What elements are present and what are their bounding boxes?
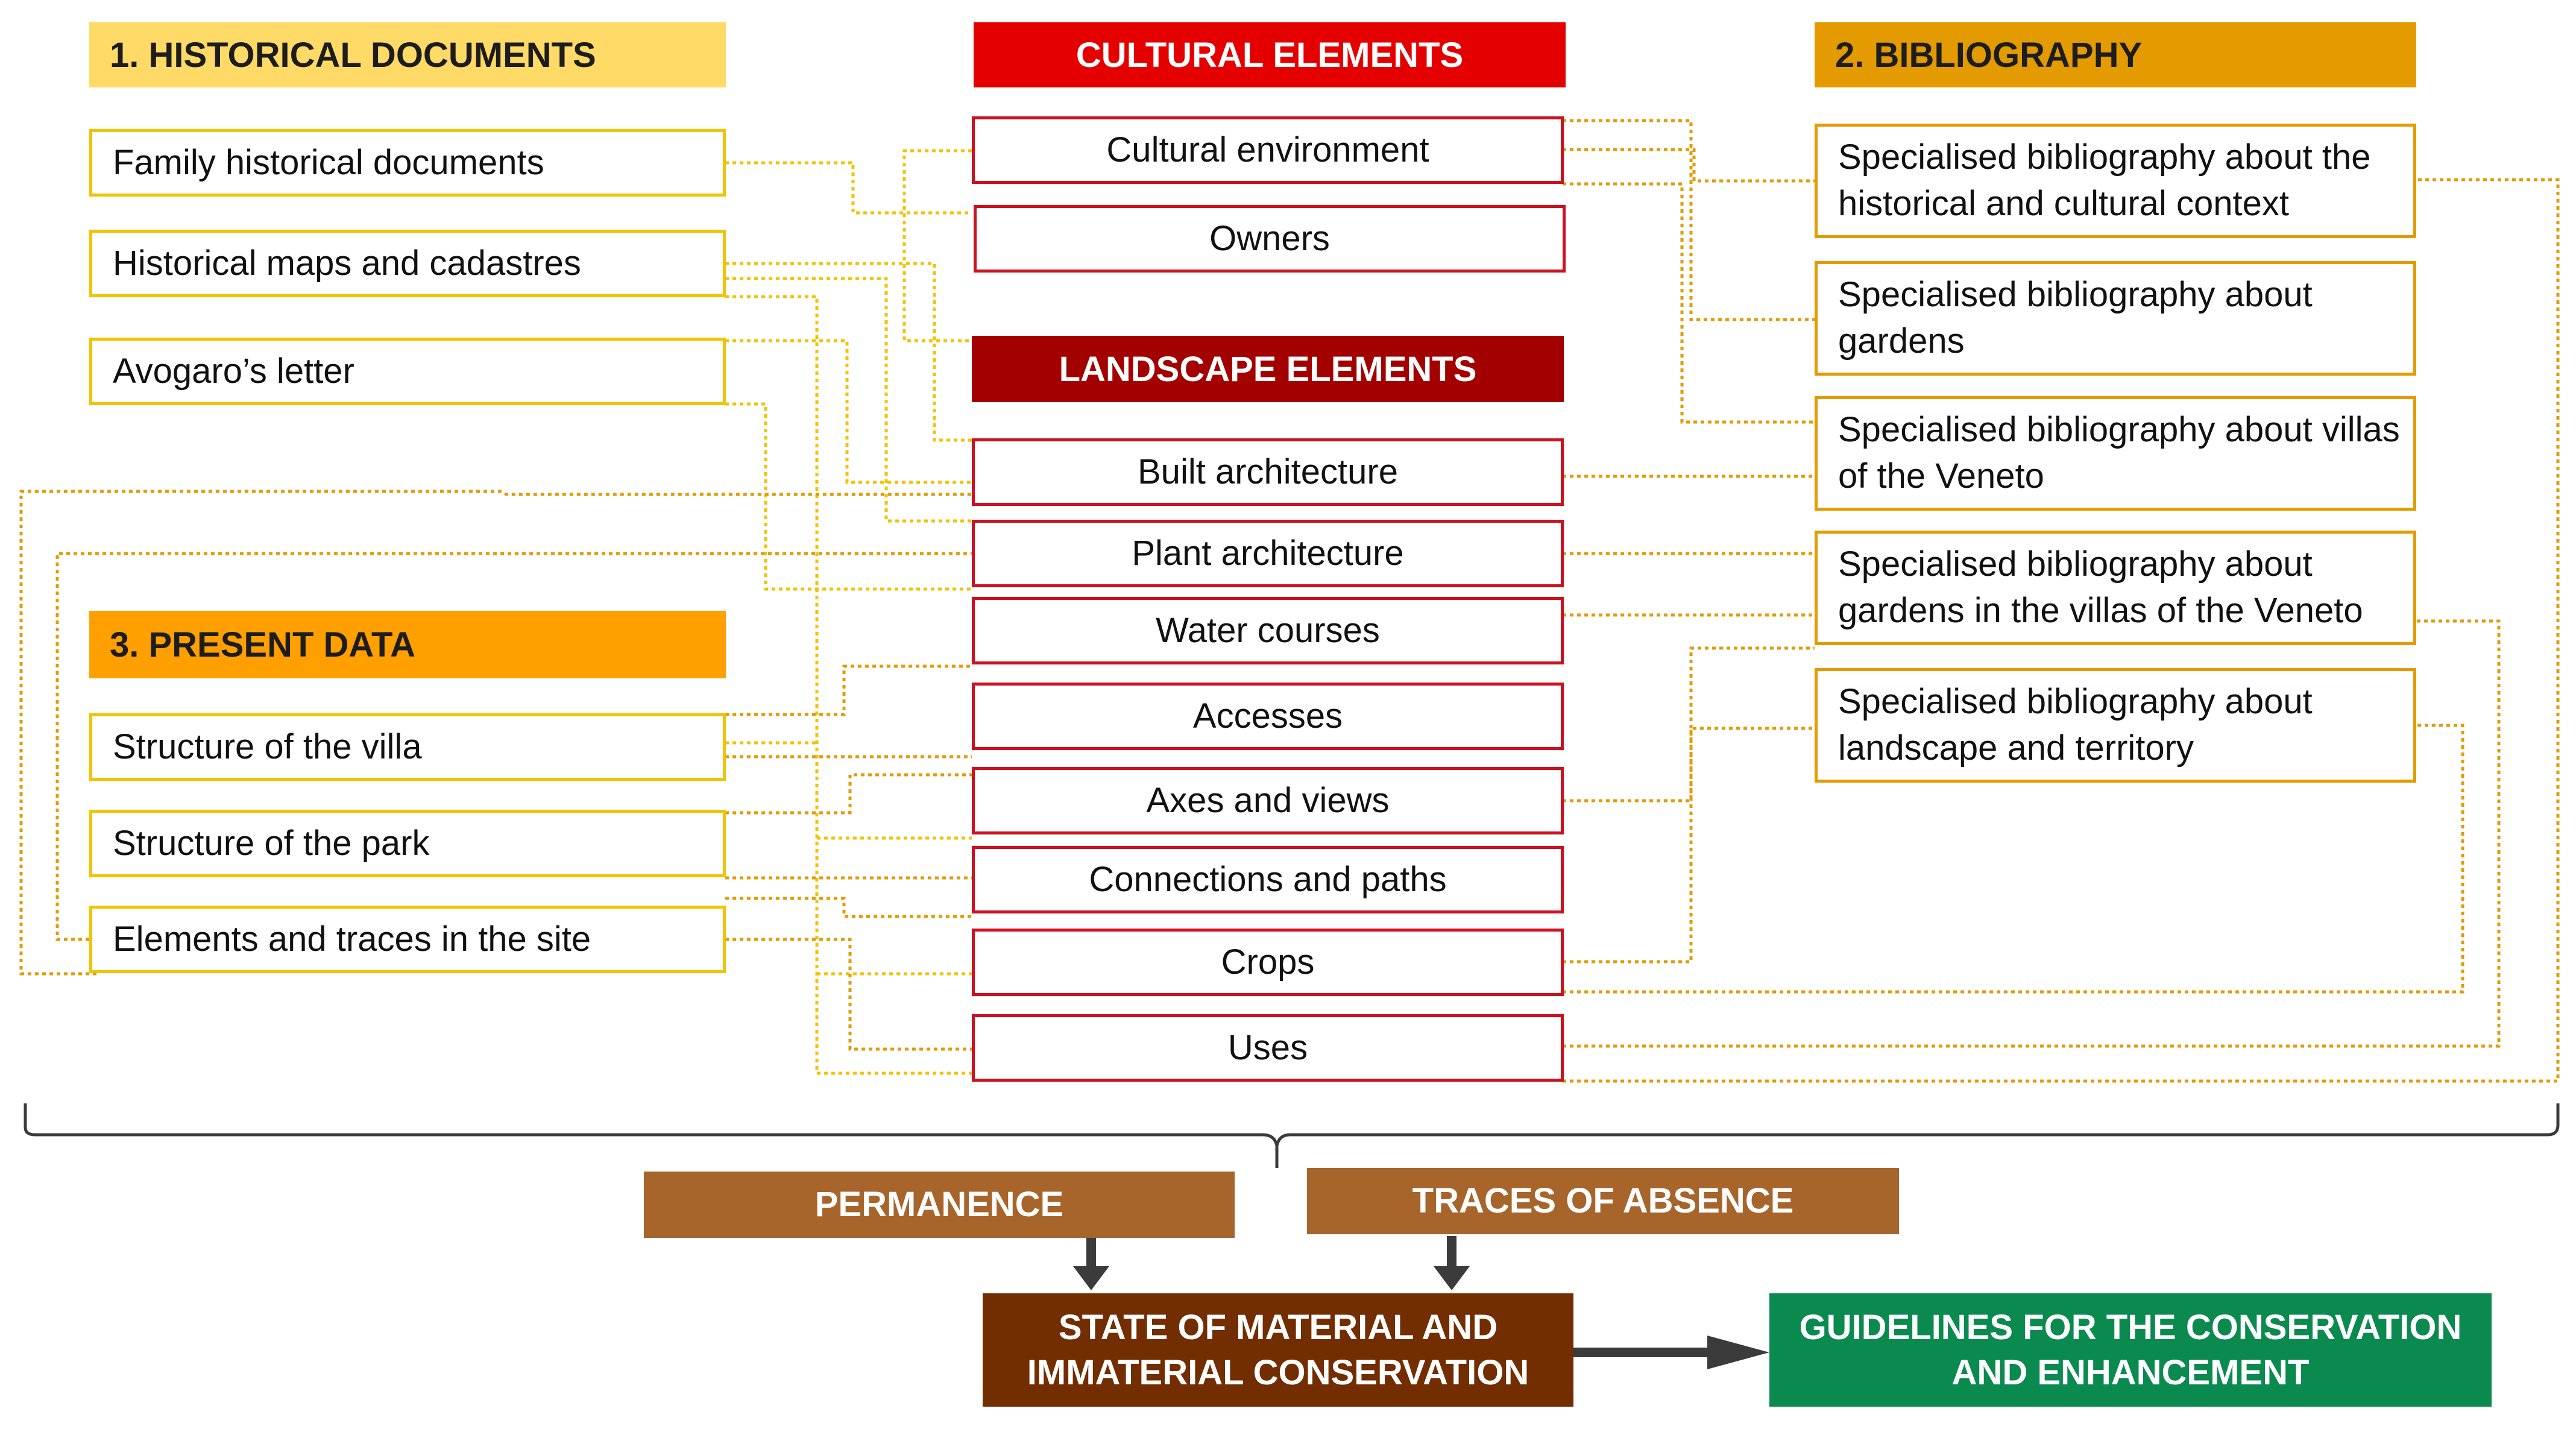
element-plant-architecture: Plant architecture — [972, 520, 1564, 587]
source-historical-maps: Historical maps and cadastres — [89, 230, 726, 297]
bibliography-heading: 2. BIBLIOGRAPHY — [1815, 22, 2416, 87]
bib-historical-cultural-context: Specialised bibliography about the histo… — [1815, 124, 2416, 238]
source-structure-of-park: Structure of the park — [89, 810, 726, 877]
element-owners: Owners — [974, 205, 1566, 273]
element-built-architecture: Built architecture — [972, 438, 1564, 506]
element-cultural-environment: Cultural environment — [972, 116, 1564, 184]
bib-gardens-villas-veneto: Specialised bibliography about gardens i… — [1815, 531, 2416, 645]
connector-crops-right — [1563, 724, 2464, 994]
connector-villa-accesses — [725, 664, 972, 716]
bib-landscape-territory: Specialised bibliography about landscape… — [1815, 668, 2416, 783]
connector-family-docs — [725, 161, 972, 215]
guidelines-box: GUIDELINES FOR THE CONSERVATION AND ENHA… — [1769, 1293, 2492, 1407]
historical-connectors — [725, 149, 972, 1075]
connector-bib-gardens — [1563, 148, 1815, 183]
traces-of-absence-box: TRACES OF ABSENCE — [1307, 1168, 1899, 1234]
element-crops: Crops — [972, 929, 1564, 996]
bib-villas-veneto: Specialised bibliography about villas of… — [1815, 396, 2416, 511]
source-family-historical-documents: Family historical documents — [89, 129, 726, 197]
connector-maps-1 — [725, 262, 972, 442]
connector-park-axes — [725, 773, 972, 815]
connector-axes-landscape — [1563, 727, 1815, 803]
connector-avogaro-2 — [725, 402, 972, 591]
source-avogaro-letter: Avogaro’s letter — [89, 338, 726, 405]
element-uses: Uses — [972, 1014, 1564, 1082]
connector-family-docs-2 — [902, 149, 972, 342]
connector-park-crops — [725, 897, 972, 918]
element-axes-and-views: Axes and views — [972, 767, 1564, 834]
connector-crops-landscape — [1563, 646, 1815, 964]
cultural-elements-heading: CULTURAL ELEMENTS — [974, 22, 1566, 87]
historical-documents-heading: 1. HISTORICAL DOCUMENTS — [89, 22, 726, 87]
element-accesses: Accesses — [972, 683, 1564, 750]
landscape-elements-heading: LANDSCAPE ELEMENTS — [972, 336, 1564, 402]
connector-maps-3 — [725, 277, 972, 523]
element-water-courses: Water courses — [972, 597, 1564, 664]
connector-elements-built — [19, 490, 972, 976]
element-connections-and-paths: Connections and paths — [972, 846, 1564, 913]
state-of-conservation-box: STATE OF MATERIAL AND IMMATERIAL CONSERV… — [983, 1293, 1573, 1407]
connector-site-uses — [725, 938, 972, 1051]
connector-avogaro-1 — [725, 339, 972, 484]
connector-bib-villas — [1563, 182, 1815, 424]
source-elements-and-traces: Elements and traces in the site — [89, 906, 726, 973]
connector-elements-plant — [55, 552, 972, 941]
flow-arrows — [1073, 1236, 1769, 1369]
bib-gardens: Specialised bibliography about gardens — [1815, 261, 2416, 376]
connector-bib-hist — [1563, 119, 1815, 321]
connector-maps-2 — [725, 295, 972, 1075]
source-structure-of-villa: Structure of the villa — [89, 713, 726, 781]
present-data-heading: 3. PRESENT DATA — [89, 611, 726, 678]
summary-bracket — [24, 1103, 2560, 1168]
orange-connectors — [19, 119, 2560, 1083]
permanence-box: PERMANENCE — [644, 1172, 1235, 1238]
